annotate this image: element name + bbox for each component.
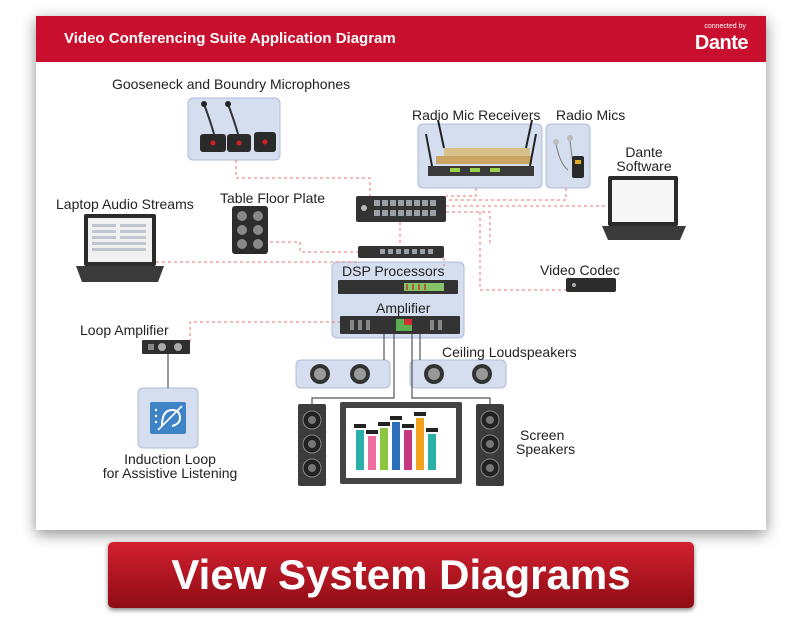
view-system-diagrams-button[interactable]: View System Diagrams	[108, 542, 694, 608]
header-bar: Video Conferencing Suite Application Dia…	[36, 16, 766, 62]
screen-speaker-left	[298, 404, 326, 486]
dante-logo: Dante	[694, 32, 749, 54]
network-links	[150, 160, 610, 342]
view-system-diagrams-label: View System Diagrams	[171, 551, 631, 598]
loop-amplifier	[142, 340, 190, 354]
diagram-title: Video Conferencing Suite Application Dia…	[64, 30, 396, 47]
label-dante-software-2: Software	[616, 158, 672, 174]
label-radio-receivers: Radio Mic Receivers	[412, 107, 541, 123]
system-diagram	[76, 97, 686, 486]
laptop-dante-software	[602, 176, 686, 240]
ceiling-loudspeakers	[310, 364, 492, 384]
label-screen-2: Speakers	[516, 441, 576, 457]
network-switch-main	[356, 196, 446, 222]
speaker-wiring	[167, 334, 491, 404]
label-ceiling: Ceiling Loudspeakers	[442, 344, 577, 360]
label-induction-1: Induction Loop	[124, 451, 216, 467]
amplifier	[340, 316, 460, 334]
table-floor-plate	[232, 206, 268, 254]
label-floor-plate: Table Floor Plate	[220, 190, 326, 206]
display-screen	[340, 402, 462, 484]
video-codec	[566, 278, 616, 292]
label-laptop: Laptop Audio Streams	[56, 196, 194, 212]
label-induction-2: for Assistive Listening	[102, 465, 238, 481]
label-amplifier: Amplifier	[376, 300, 431, 316]
label-dsp: DSP Processors	[342, 263, 445, 279]
gooseneck-microphones	[200, 101, 276, 152]
label-gooseneck: Gooseneck and Boundry Microphones	[112, 76, 351, 92]
network-switch-secondary	[358, 246, 444, 258]
label-video-codec: Video Codec	[540, 262, 620, 278]
induction-loop-device	[150, 402, 186, 434]
label-loop-amplifier: Loop Amplifier	[80, 322, 169, 338]
logo-tagline: connected by	[704, 23, 746, 30]
dsp-processor	[338, 280, 458, 294]
label-radio-mics: Radio Mics	[556, 107, 626, 123]
radio-receivers	[425, 119, 537, 176]
label-dante-software-1: Dante	[625, 144, 663, 160]
screen-speaker-right	[476, 404, 504, 486]
radio-mics-group	[545, 123, 591, 189]
laptop-audio-streams	[76, 214, 164, 282]
label-screen-1: Screen	[520, 427, 565, 443]
radio-mics	[553, 135, 584, 178]
